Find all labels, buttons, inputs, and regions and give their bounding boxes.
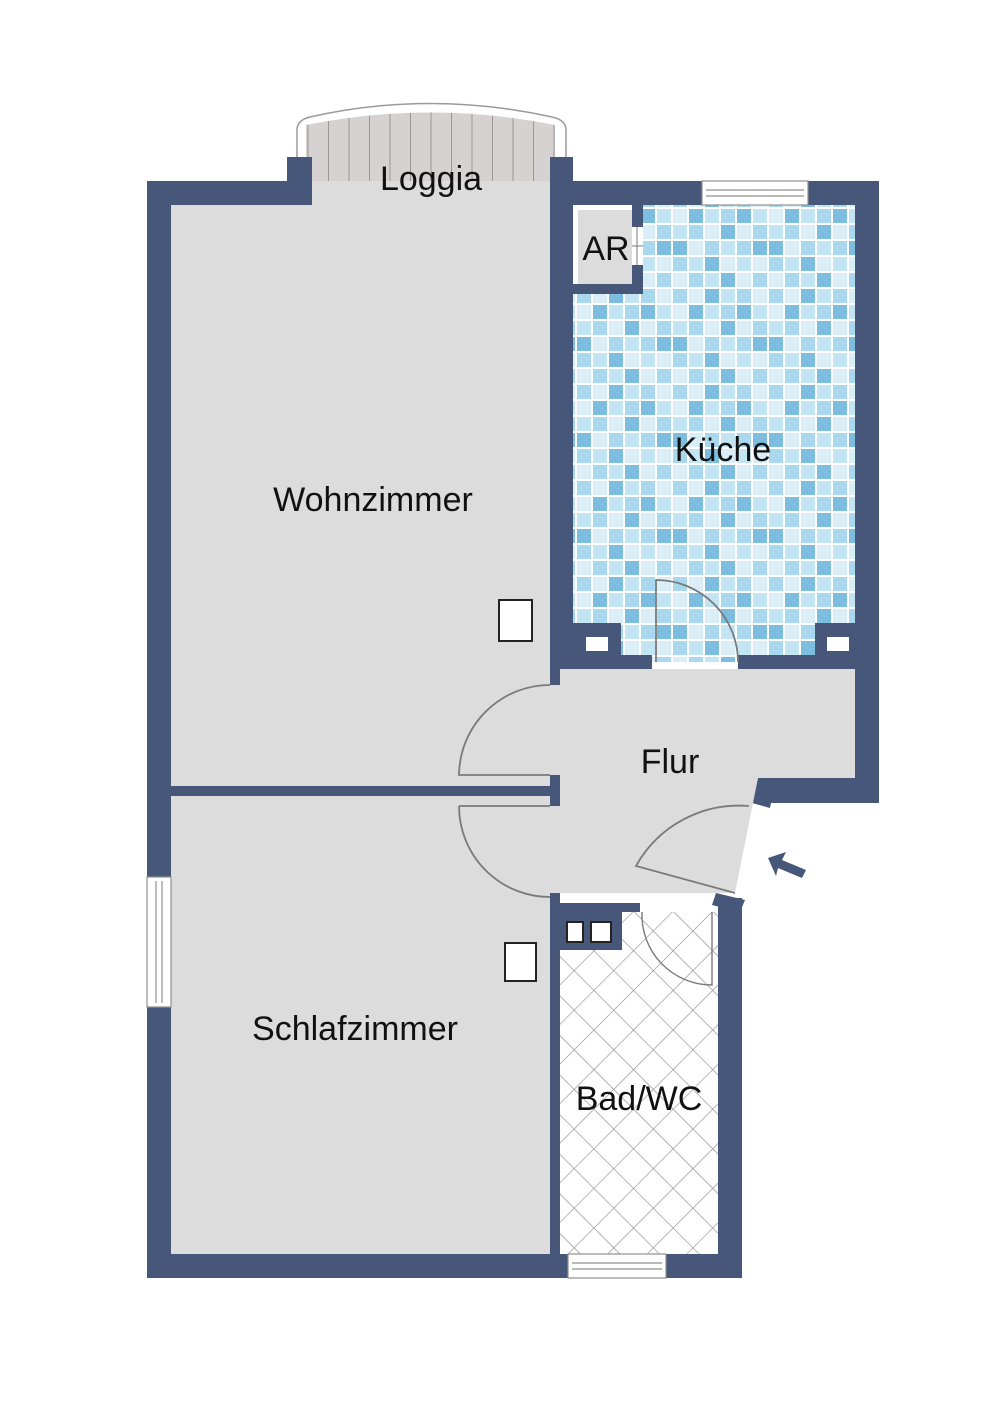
door-entrance [634, 804, 750, 894]
room-labels: Loggia AR Küche Wohnzimmer Flur Schlafzi… [252, 160, 771, 1118]
room-kueche [573, 205, 855, 662]
door-schlafzimmer [458, 805, 551, 898]
window-schlafzimmer [146, 876, 172, 1008]
door-kueche [655, 579, 739, 663]
shaft-bad-2 [590, 921, 612, 943]
label-loggia: Loggia [380, 160, 482, 198]
room-flur [560, 669, 855, 893]
label-wohnzimmer: Wohnzimmer [273, 481, 473, 519]
label-kueche: Küche [675, 431, 771, 469]
entrance-arrow-icon [768, 852, 806, 878]
radiator-wohnzimmer [498, 599, 533, 642]
vent-kueche-right [827, 637, 849, 651]
window-bad [567, 1253, 667, 1279]
radiator-schlafzimmer [504, 942, 537, 982]
label-schlafzimmer: Schlafzimmer [252, 1010, 458, 1048]
window-kueche [701, 180, 809, 206]
door-wohnzimmer [458, 684, 551, 776]
vent-kueche-left [586, 637, 608, 651]
shaft-bad-1 [566, 921, 584, 943]
room-wohnzimmer [171, 205, 550, 786]
windows [146, 180, 809, 1279]
floors [171, 181, 855, 1254]
label-bad: Bad/WC [576, 1080, 703, 1118]
room-ar [578, 210, 632, 284]
fixtures [498, 599, 849, 982]
label-ar: AR [582, 230, 629, 268]
room-bad [560, 912, 718, 1254]
label-flur: Flur [641, 743, 700, 781]
doors [458, 227, 750, 986]
door-bad [641, 911, 713, 986]
